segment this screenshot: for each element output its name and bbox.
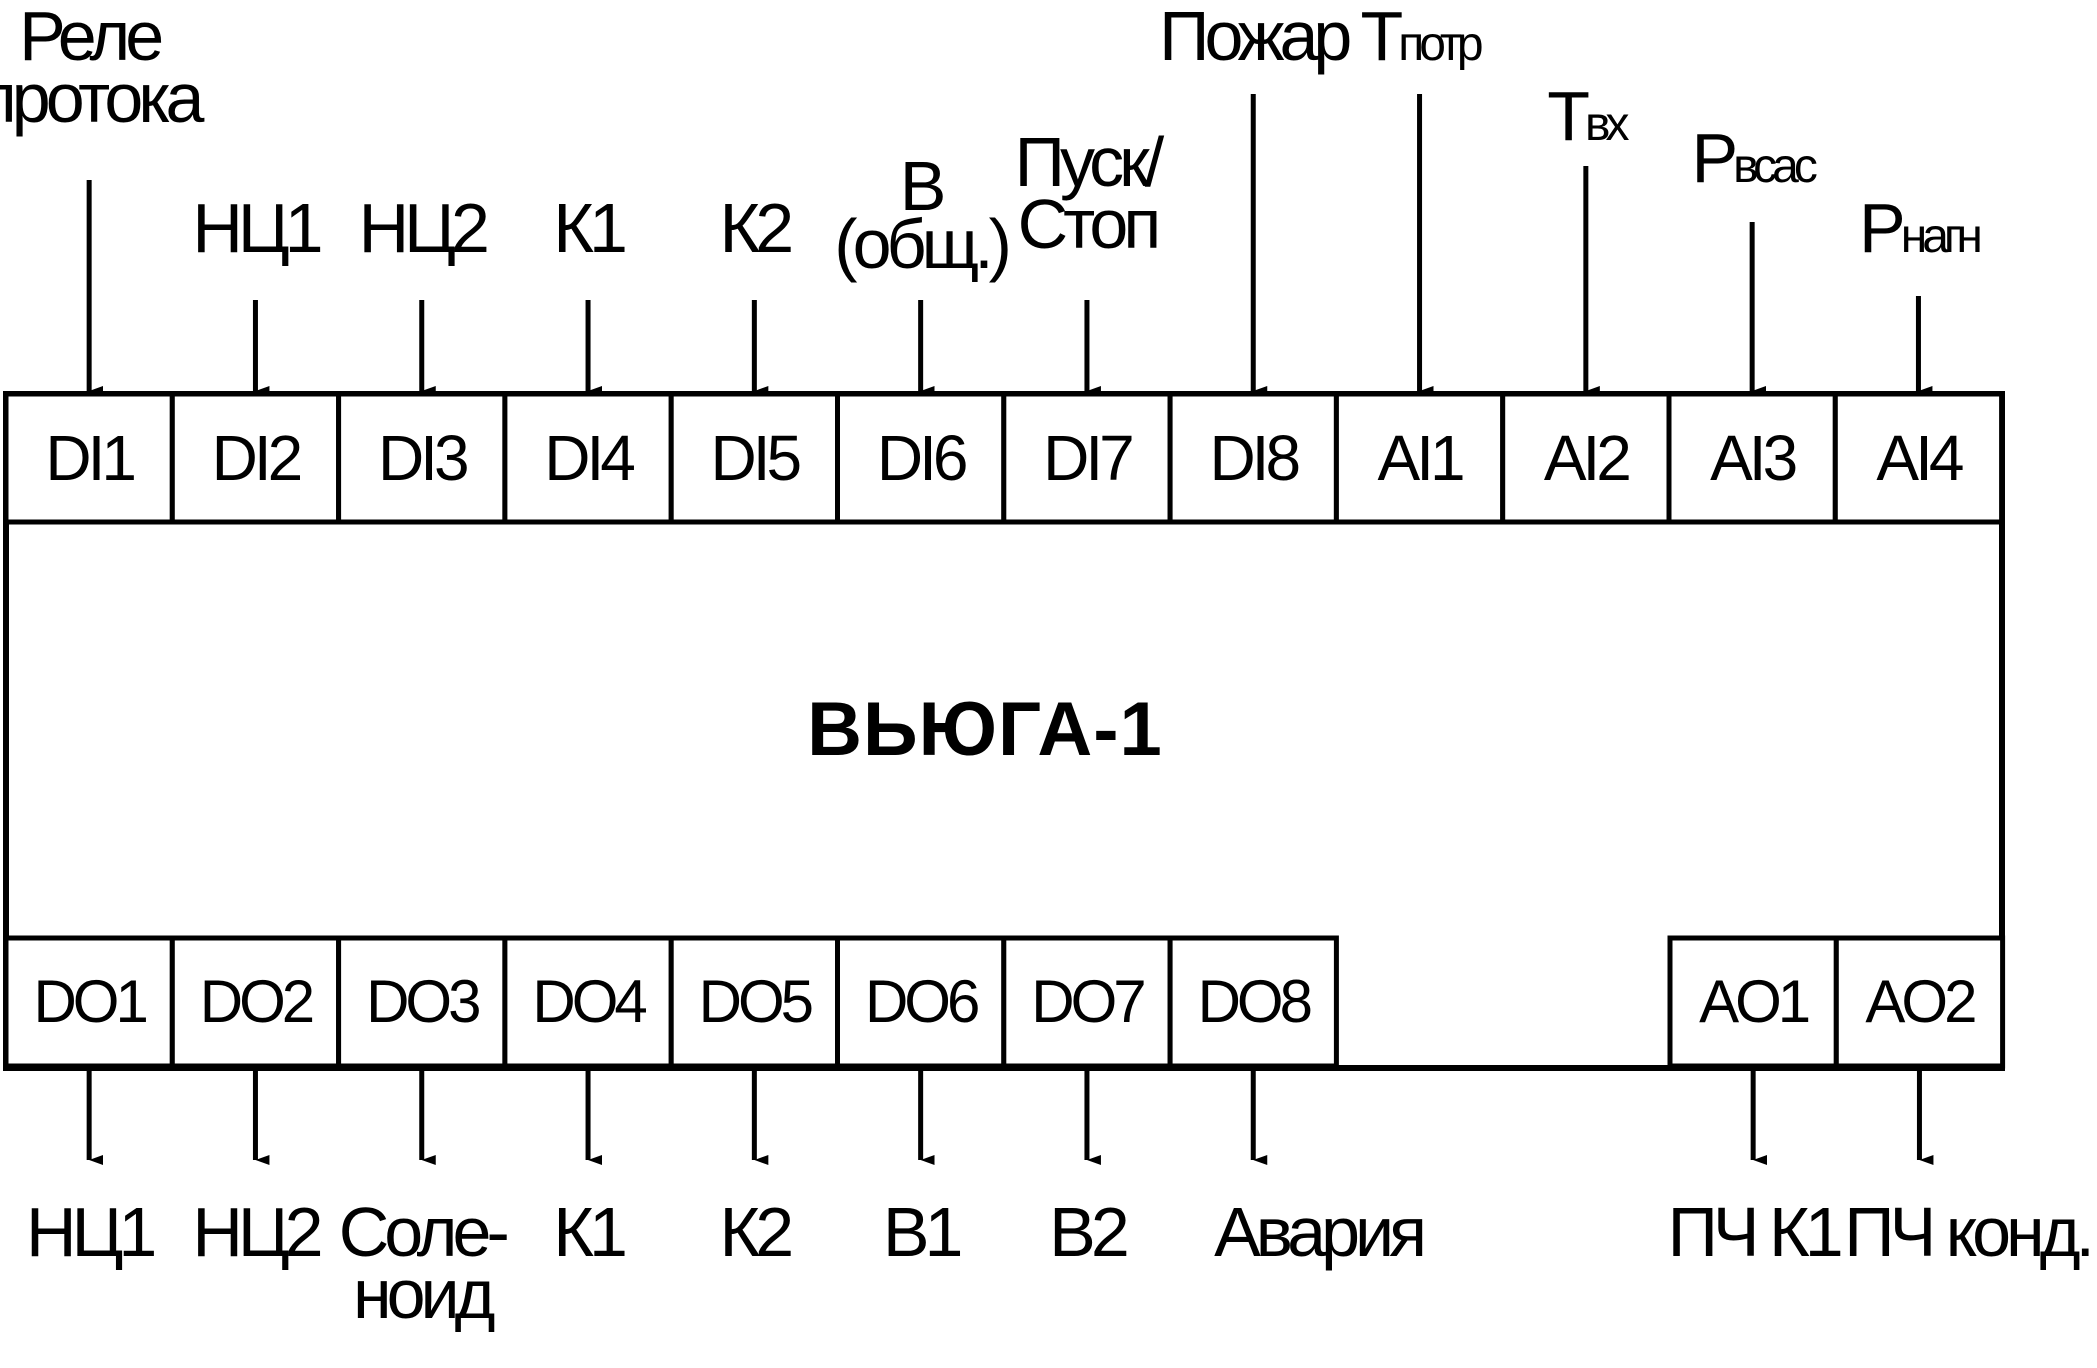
output-terminal-cell (1167, 935, 1339, 1069)
input-terminal-ai2: AI2 (1500, 391, 1672, 525)
output-terminal-cell (1667, 935, 1839, 1069)
input-port-label: AI2 (1544, 422, 1629, 494)
input-signal-label: НЦ1 (192, 189, 320, 267)
input-port-label: DI4 (544, 422, 634, 494)
input-port-label: DI3 (378, 422, 467, 494)
input-terminal-cell (1832, 391, 2005, 525)
output-terminal-do4: DO4 (502, 935, 674, 1069)
input-signal-label: Твх (1547, 77, 1629, 155)
signal-wires (86, 94, 1934, 1165)
device-title: ВЬЮГА-1 (807, 687, 1163, 772)
output-terminal-ao2: AO2 (1833, 935, 2006, 1069)
output-terminal-cell (835, 935, 1007, 1069)
output-terminal-cell (668, 935, 841, 1069)
input-terminal-di3: DI3 (336, 391, 508, 525)
output-terminal-do7: DO7 (1001, 935, 1173, 1069)
output-terminal-cell (1833, 935, 2006, 1069)
output-terminal-do3: DO3 (336, 935, 508, 1069)
output-signal-label: ноид (353, 1255, 495, 1333)
input-signal-label: Пуск/ (1015, 123, 1165, 201)
output-signal-label: ПЧ К1 (1668, 1193, 1841, 1271)
input-terminal-cell (835, 391, 1007, 525)
input-terminal-cell (1167, 391, 1339, 525)
input-port-label: DI7 (1043, 422, 1132, 494)
input-signal-label: Тпотр (1361, 0, 1482, 75)
output-terminal-do1: DO1 (3, 935, 175, 1069)
output-signal-label: К1 (553, 1193, 625, 1271)
output-signal-label: НЦ2 (192, 1193, 320, 1271)
input-signal-label: К2 (719, 189, 791, 267)
output-port-label: DO7 (1031, 968, 1144, 1035)
output-signal-label: К2 (719, 1193, 791, 1271)
input-terminal-di1: DI1 (3, 391, 175, 525)
output-port-label: AO1 (1699, 968, 1809, 1035)
output-port-label: DO4 (532, 968, 646, 1035)
input-terminal-di2: DI2 (169, 391, 342, 525)
output-terminal-do2: DO2 (169, 935, 342, 1069)
output-terminal-cell (502, 935, 674, 1069)
output-signal-label: ПЧ конд. (1844, 1193, 2090, 1271)
output-port-label: DO5 (699, 968, 812, 1035)
input-port-label: DI2 (212, 422, 301, 494)
input-signal-label: Пожар (1159, 0, 1349, 75)
input-terminal-di7: DI7 (1001, 391, 1173, 525)
output-terminal-do8: DO8 (1167, 935, 1339, 1069)
output-terminal-row: DO1 DO2 DO3 DO4 DO5 DO6 DO7 DO8 AO1 AO2 (3, 935, 2006, 1069)
output-port-label: DO3 (366, 968, 479, 1035)
output-signal-label: НЦ1 (26, 1193, 154, 1271)
input-port-label: AI1 (1378, 422, 1463, 494)
output-terminal-cell (1001, 935, 1173, 1069)
output-port-label: AO2 (1865, 968, 1975, 1035)
output-terminal-cell (169, 935, 342, 1069)
input-terminal-di6: DI6 (835, 391, 1007, 525)
output-terminal-ao1: AO1 (1667, 935, 1839, 1069)
output-signal-label: Соле- (339, 1193, 508, 1271)
output-port-label: DO2 (200, 968, 313, 1035)
input-signal-label: Стоп (1018, 185, 1158, 263)
input-port-label: AI3 (1710, 422, 1795, 494)
input-signal-label: протока (0, 59, 204, 137)
input-port-label: DI1 (45, 422, 134, 494)
input-terminal-di4: DI4 (502, 391, 674, 525)
input-terminal-cell (169, 391, 342, 525)
output-signal-label: Авария (1214, 1193, 1423, 1271)
input-terminal-cell (1333, 391, 1506, 525)
output-port-label: DO8 (1198, 968, 1311, 1035)
input-terminal-row: DI1 DI2 DI3 DI4 DI5 DI6 DI7 DI8 AI1 AI2 AI3 AI4 (3, 391, 2005, 525)
input-terminal-ai4: AI4 (1832, 391, 2005, 525)
input-port-label: DI5 (711, 422, 800, 494)
input-signal-label: Реле (19, 0, 161, 75)
input-terminal-ai3: AI3 (1666, 391, 1838, 525)
output-port-label: DO1 (33, 968, 146, 1035)
input-terminal-cell (502, 391, 674, 525)
input-terminal-ai1: AI1 (1333, 391, 1506, 525)
input-terminal-cell (1666, 391, 1838, 525)
input-port-label: AI4 (1876, 422, 1962, 494)
output-signal-label: В1 (883, 1193, 961, 1271)
input-signal-label: Рвсас (1691, 119, 1816, 197)
input-signal-label: НЦ2 (359, 189, 487, 267)
input-terminal-di8: DI8 (1167, 391, 1339, 525)
output-terminal-cell (3, 935, 175, 1069)
input-port-label: DI6 (877, 422, 966, 494)
input-signal-label: (общ.) (834, 205, 1007, 283)
input-terminal-di5: DI5 (668, 391, 841, 525)
output-terminal-do6: DO6 (835, 935, 1007, 1069)
output-signal-label: В2 (1049, 1193, 1127, 1271)
input-signal-label: В (900, 147, 943, 225)
input-port-label: DI8 (1209, 422, 1298, 494)
input-signal-label: К1 (553, 189, 625, 267)
output-terminal-cell (336, 935, 508, 1069)
output-terminal-do5: DO5 (668, 935, 841, 1069)
input-signal-label: Рнагн (1859, 189, 1980, 267)
output-port-label: DO6 (865, 968, 978, 1035)
